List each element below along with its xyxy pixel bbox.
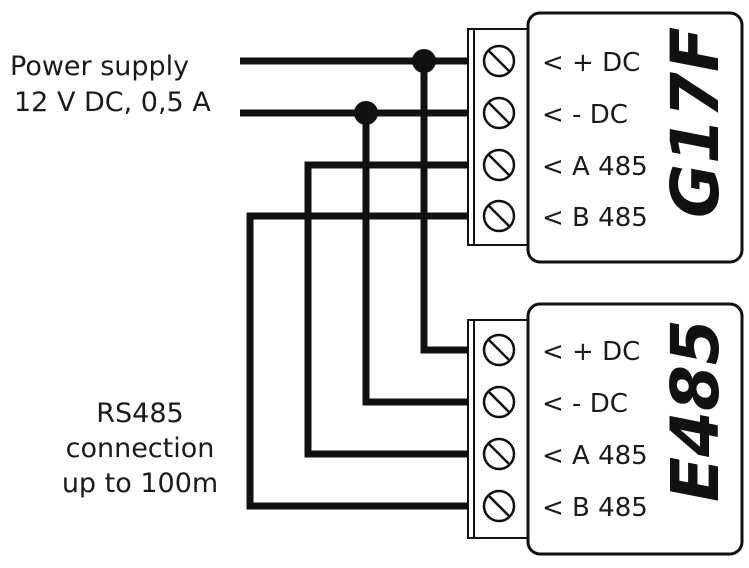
e485-terminal-1: < + DC (482, 333, 640, 367)
e485-terminal-4: < B 485 (482, 489, 648, 523)
e485-model-label: E485 (657, 319, 734, 502)
rs485-distance-label: up to 100m (62, 468, 218, 499)
g17f-terminal-1: < + DC (482, 44, 640, 78)
wire-plus-dc-e485 (420, 61, 470, 354)
g17f-terminal-label: < A 485 (542, 152, 648, 182)
screw-slot (487, 390, 511, 414)
screw-slot (487, 49, 511, 73)
device-e485: < + DC < - DC < A 485 < B 485 E485 (467, 302, 744, 556)
power-supply-spec: 12 V DC, 0,5 A (14, 87, 211, 118)
g17f-terminal-label: < B 485 (542, 203, 648, 233)
junction-minus-dc (354, 101, 378, 125)
e485-terminal-2: < - DC (482, 385, 628, 419)
junction-plus-dc (412, 49, 436, 73)
screw-slot (487, 153, 511, 177)
g17f-terminal-4: < B 485 (482, 199, 648, 233)
screw-slot (487, 338, 511, 362)
e485-terminal-label: < + DC (542, 337, 640, 367)
wire-a485 (304, 161, 470, 458)
power-supply-label: Power supply (10, 51, 189, 82)
device-g17f: < + DC < - DC < A 485 < B 485 G17F (467, 11, 744, 264)
g17f-model-label: G17F (657, 27, 734, 218)
g17f-terminal-2: < - DC (482, 96, 628, 130)
screw-slot (487, 494, 511, 518)
g17f-body (526, 11, 744, 264)
rs485-connection-label: connection (66, 433, 215, 464)
e485-terminal-3: < A 485 (482, 437, 648, 471)
screw-slot (487, 204, 511, 228)
g17f-terminal-3: < A 485 (482, 148, 648, 182)
g17f-terminal-label: < - DC (542, 100, 628, 130)
screw-slot (487, 101, 511, 125)
e485-terminal-label: < B 485 (542, 493, 648, 523)
wires (240, 49, 470, 510)
e485-terminal-label: < - DC (542, 389, 628, 419)
e485-body (526, 302, 744, 556)
rs485-label: RS485 (96, 398, 183, 429)
screw-slot (487, 442, 511, 466)
e485-terminal-label: < A 485 (542, 441, 648, 471)
wire-minus-dc-e485 (362, 113, 470, 406)
g17f-terminal-label: < + DC (542, 48, 640, 78)
wire-b485 (246, 212, 470, 510)
